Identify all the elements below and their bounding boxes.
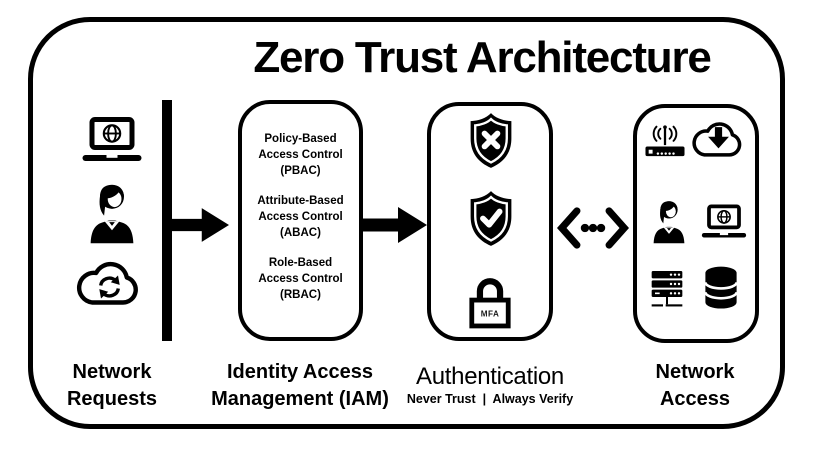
network-access-label: Network Access xyxy=(655,361,735,410)
laptop-globe-icon xyxy=(80,117,144,165)
mfa-lock-icon: MFA xyxy=(467,272,513,332)
shield-check-icon xyxy=(466,189,516,248)
page-title: Zero Trust Architecture xyxy=(253,33,712,82)
iam-item-rbac: Role-Based Access Control (RBAC) xyxy=(258,257,343,301)
flow-arrow-right-icon xyxy=(167,205,229,245)
laptop-globe-icon xyxy=(700,204,748,241)
network-requests-label: Network Requests xyxy=(66,361,158,410)
server-rack-icon xyxy=(649,265,685,313)
user-icon xyxy=(651,199,687,244)
wireless-router-icon xyxy=(643,121,687,160)
authentication-subtitle: Never Trust | Always Verify xyxy=(406,392,574,406)
database-icon xyxy=(702,265,740,311)
iam-label: Identity Access Management (IAM) xyxy=(211,361,389,410)
iam-box: Policy-Based Access Control (PBAC) Attri… xyxy=(238,100,363,341)
mfa-text: MFA xyxy=(481,309,500,318)
cloud-download-icon xyxy=(692,120,745,160)
iam-item-abac: Attribute-Based Access Control (ABAC) xyxy=(257,195,344,239)
authentication-label: Authentication xyxy=(416,363,564,390)
cloud-sync-icon xyxy=(76,260,143,308)
shield-x-icon xyxy=(466,111,516,170)
bidirectional-chevron-dots-icon xyxy=(557,207,629,249)
flow-arrow-right-icon xyxy=(360,205,428,245)
iam-item-pbac: Policy-Based Access Control (PBAC) xyxy=(258,133,343,177)
user-icon xyxy=(87,182,137,244)
